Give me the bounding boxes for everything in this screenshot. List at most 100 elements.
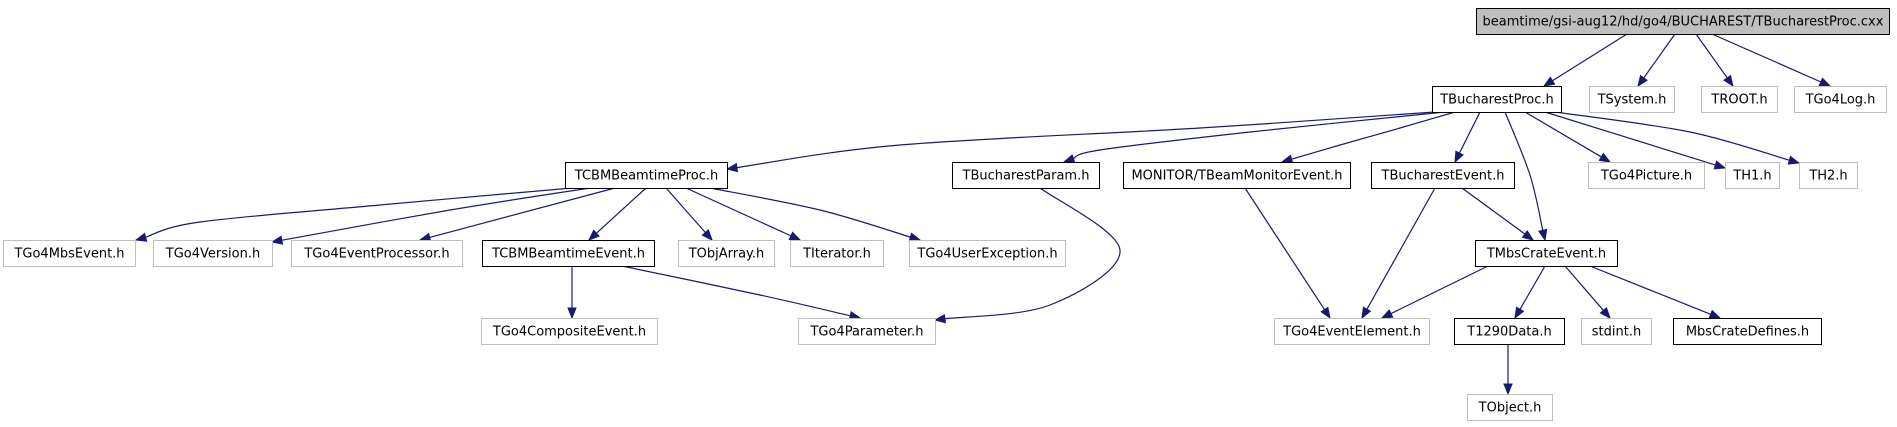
edge-arrowhead xyxy=(1361,306,1372,320)
node-box xyxy=(798,318,936,345)
edge-line xyxy=(428,187,616,239)
node-tobjarray_h: TObjArray.h xyxy=(678,240,775,267)
node-mbscratedefines_h[interactable]: MbsCrateDefines.h xyxy=(1673,318,1822,345)
edge-line xyxy=(1244,187,1326,311)
edge-line xyxy=(1389,265,1489,315)
edge-arrowhead xyxy=(1637,74,1648,88)
edge-tbucharestproc_h-to-tcbmbeamtimeproc_h xyxy=(725,111,1436,173)
edge-tcbmbeamtimeproc_h-to-tgo4userexception_h xyxy=(709,187,922,242)
node-label: TGo4Log.h xyxy=(1805,93,1876,108)
node-box xyxy=(565,162,728,189)
edge-arrowhead xyxy=(1503,383,1513,396)
edge-arrowhead xyxy=(1599,306,1611,320)
edge-arrowhead xyxy=(933,313,947,324)
node-tbucharestproc_h[interactable]: TBucharestProc.h xyxy=(1432,86,1562,113)
edge-line xyxy=(1504,111,1544,232)
node-label: TBucharestProc.h xyxy=(1439,93,1554,108)
node-box xyxy=(790,240,884,267)
node-tsystem_h: TSystem.h xyxy=(1589,86,1675,113)
edge-arrowhead xyxy=(1380,309,1394,319)
edge-line xyxy=(735,111,1436,169)
edge-arrowhead xyxy=(1713,160,1727,170)
node-box xyxy=(1371,162,1515,189)
node-box xyxy=(1794,86,1887,113)
edge-root-to-troot_h xyxy=(1695,33,1734,88)
node-label: TGo4MbsEvent.h xyxy=(13,247,124,262)
node-label: TH1.h xyxy=(1732,169,1771,184)
edge-line xyxy=(1589,265,1712,316)
edge-line xyxy=(943,187,1121,320)
node-tmbscrateevent_h[interactable]: TMbsCrateEvent.h xyxy=(1475,240,1618,267)
node-label: stdint.h xyxy=(1592,325,1641,340)
node-tcbmbeamtimeevent_h[interactable]: TCBMBeamtimeEvent.h xyxy=(482,240,655,267)
node-label: T1290Data.h xyxy=(1466,325,1551,340)
edge-tbucharestparam_h-to-tgo4parameter_h xyxy=(933,187,1121,324)
node-box xyxy=(909,240,1066,267)
node-box xyxy=(1725,162,1780,189)
edge-arrowhead xyxy=(1062,154,1076,164)
node-tcbmbeamtimeproc_h[interactable]: TCBMBeamtimeProc.h xyxy=(565,162,728,189)
node-label: TCBMBeamtimeEvent.h xyxy=(491,247,645,262)
node-tgo4userexception_h: TGo4UserException.h xyxy=(909,240,1066,267)
node-tgo4mbsevent_h: TGo4MbsEvent.h xyxy=(3,240,136,267)
node-label: MbsCrateDefines.h xyxy=(1686,325,1809,340)
node-tgo4log_h: TGo4Log.h xyxy=(1794,86,1887,113)
node-tobject_h: TObject.h xyxy=(1467,394,1553,421)
node-tgo4version_h: TGo4Version.h xyxy=(153,240,273,267)
edge-tcbmbeamtimeproc_h-to-tgo4eventprocessor_h xyxy=(418,187,616,242)
edge-tcbmbeamtimeproc_h-to-tobjarray_h xyxy=(665,187,713,242)
edge-tbucharestproc_h-to-tbucharestevent_h xyxy=(1454,111,1481,164)
edge-arrowhead xyxy=(725,162,739,173)
node-box xyxy=(1467,394,1553,421)
edge-tcbmbeamtimeevent_h-to-tgo4compositeevent_h xyxy=(567,266,577,320)
node-box xyxy=(1589,86,1675,113)
edge-line xyxy=(1544,111,1717,166)
edge-arrowhead xyxy=(1320,306,1331,320)
node-box xyxy=(1123,162,1351,189)
edge-line xyxy=(595,187,647,235)
node-root[interactable]: beamtime/gsi-aug12/hd/go4/BUCHAREST/TBuc… xyxy=(1476,8,1890,35)
node-box xyxy=(1454,318,1565,345)
node-label: TGo4Picture.h xyxy=(1600,169,1692,184)
node-tbucharestparam_h[interactable]: TBucharestParam.h xyxy=(952,162,1100,189)
edge-tmbscrateevent_h-to-t1290data_h xyxy=(1514,265,1546,320)
node-box xyxy=(481,318,658,345)
edge-line xyxy=(1564,265,1605,312)
node-label: TBucharestParam.h xyxy=(962,169,1090,184)
node-t1290data_h[interactable]: T1290Data.h xyxy=(1454,318,1565,345)
edge-root-to-tgo4log_h xyxy=(1711,33,1832,87)
node-label: TROOT.h xyxy=(1710,93,1767,108)
node-label: TSystem.h xyxy=(1597,93,1667,108)
node-box xyxy=(3,240,136,267)
edge-arrowhead xyxy=(1723,74,1734,88)
edge-arrowhead xyxy=(1708,309,1722,319)
node-label: TObject.h xyxy=(1478,401,1542,416)
node-box xyxy=(1588,162,1705,189)
edge-arrowhead xyxy=(1454,150,1464,164)
edge-line xyxy=(1458,111,1481,155)
edge-line xyxy=(1518,265,1546,311)
edge-tbucharestproc_h-to-tmbscrateevent_h xyxy=(1504,111,1548,242)
edge-tmbscrateevent_h-to-mbscratedefines_h xyxy=(1589,265,1722,319)
node-monitor_h[interactable]: MONITOR/TBeamMonitorEvent.h xyxy=(1123,162,1351,189)
edge-line xyxy=(1551,33,1628,82)
node-label: TMbsCrateEvent.h xyxy=(1486,247,1606,262)
edge-line xyxy=(144,187,573,239)
nodes-layer: beamtime/gsi-aug12/hd/go4/BUCHAREST/TBuc… xyxy=(3,8,1890,421)
edge-tbucharestproc_h-to-tbucharestparam_h xyxy=(1062,111,1446,164)
node-label: beamtime/gsi-aug12/hd/go4/BUCHAREST/TBuc… xyxy=(1483,15,1884,30)
edge-line xyxy=(1695,33,1729,80)
edge-tbucharestproc_h-to-th1_h xyxy=(1544,111,1727,170)
node-tbucharestevent_h[interactable]: TBucharestEvent.h xyxy=(1371,162,1515,189)
edge-line xyxy=(1524,111,1603,158)
edge-line xyxy=(621,265,852,317)
edge-t1290data_h-to-tobject_h xyxy=(1503,344,1513,396)
edge-arrowhead xyxy=(1514,306,1525,320)
node-label: TObjArray.h xyxy=(688,247,765,262)
edge-line xyxy=(280,187,591,241)
node-box xyxy=(153,240,273,267)
edge-line xyxy=(1554,111,1791,162)
edge-root-to-tsystem_h xyxy=(1637,33,1676,88)
edge-tbucharestproc_h-to-th2_h xyxy=(1554,111,1801,165)
